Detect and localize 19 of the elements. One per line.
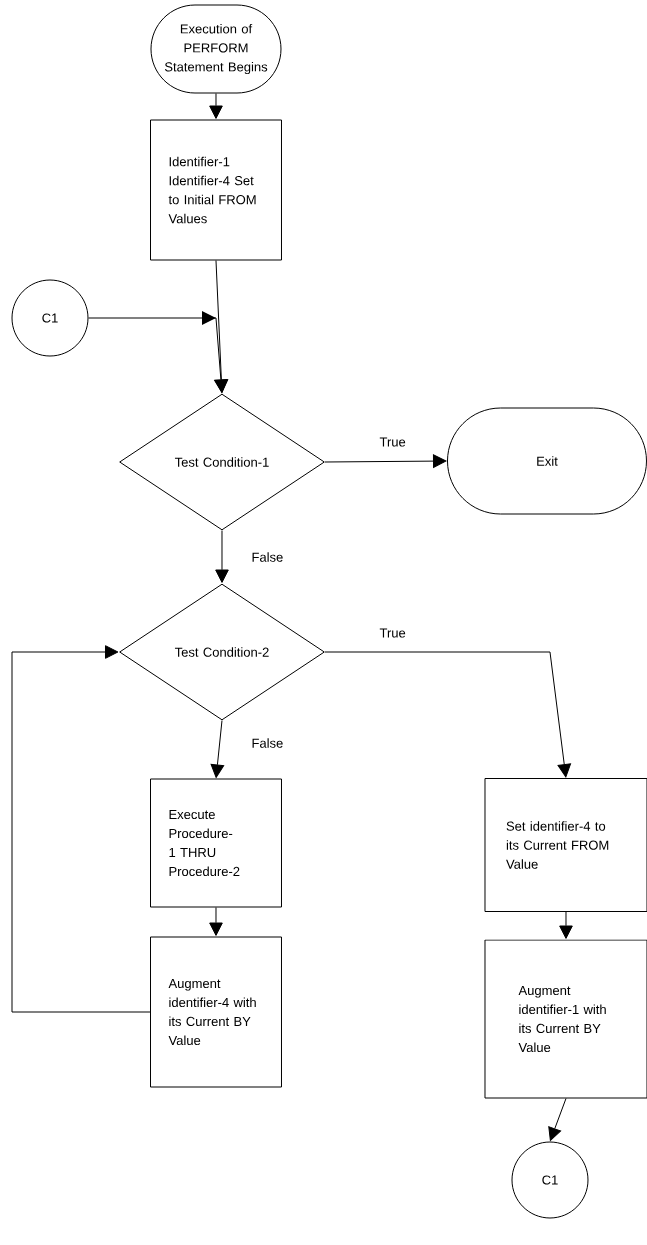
arrow <box>215 530 229 583</box>
arrow <box>324 651 572 778</box>
process-box: Augment identifier-4 with its Current BY Value <box>150 936 282 1088</box>
arrow <box>11 645 151 1013</box>
edge-label: False <box>252 738 283 748</box>
process-box: Identifier-1 Identifier-4 Set to Initial FROM Values <box>150 119 282 261</box>
process-box: Augment identifier-1 with its Current BY Value <box>484 939 647 1099</box>
edge-label: True <box>379 437 406 447</box>
process-box: Execute Procedure-1 THRU Procedure-2 <box>150 778 282 908</box>
arrow <box>88 311 228 393</box>
process-box: Set identifier-4 to its Current FROM Value <box>484 778 647 912</box>
arrow <box>548 1098 567 1141</box>
arrow <box>559 911 573 939</box>
arrow <box>324 454 447 468</box>
edge-label: False <box>252 552 283 562</box>
edge-label: True <box>379 628 406 638</box>
arrow <box>209 93 223 119</box>
arrow <box>210 720 225 778</box>
arrow <box>209 907 223 936</box>
